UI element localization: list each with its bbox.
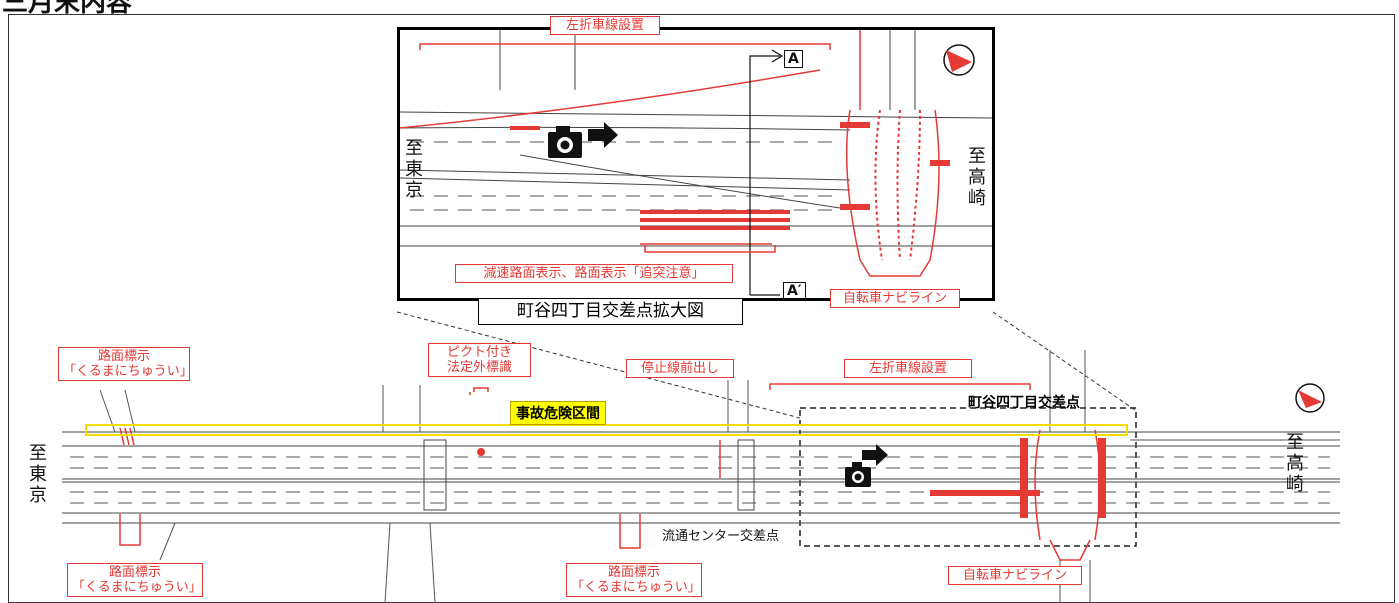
compass-icon-inset	[943, 44, 975, 76]
pict-sign-marker	[477, 448, 485, 456]
page-title: 三月末内容	[2, 0, 133, 18]
camera-icon-main	[845, 462, 871, 487]
to-tokyo-inset: 至東京	[405, 138, 423, 201]
to-takasaki-inset: 至高崎	[968, 146, 986, 209]
compass-icon-main	[1295, 383, 1325, 413]
label-left-turn-main: 左折車線設置	[844, 359, 972, 378]
label-left-turn-inset: 左折車線設置	[550, 16, 660, 35]
label-bike-navi-main: 自転車ナビライン	[948, 566, 1082, 585]
label-speed-marking: 減速路面表示、路面表示「追突注意」	[455, 264, 733, 283]
ryutsu-center-label: 流通センター交差点	[662, 529, 780, 544]
label-stop-line: 停止線前出し	[626, 359, 734, 378]
camera-icon-inset	[548, 126, 582, 158]
section-a-prime-label: A′	[783, 282, 806, 300]
arrow-right-icon-inset	[588, 122, 618, 148]
label-road-marking-bl: 路面標示「くるまにちゅうい」	[67, 563, 203, 597]
to-takasaki-main: 至高崎	[1286, 432, 1304, 495]
label-pict-sign: ピクト付き法定外標識	[428, 343, 531, 377]
inset-title: 町谷四丁目交差点拡大図	[478, 298, 743, 325]
inset-road-drawing	[400, 30, 992, 296]
to-tokyo-main: 至東京	[29, 443, 47, 506]
arrow-right-icon-main	[862, 444, 888, 466]
inset-enlarged-map: 左折車線設置 減速路面表示、路面表示「追突注意」 自転車ナビライン A A′ 至…	[397, 16, 995, 308]
label-road-marking-bc: 路面標示「くるまにちゅうい」	[566, 563, 702, 597]
label-bike-navi-inset: 自転車ナビライン	[830, 289, 960, 308]
intersection-name: 町谷四丁目交差点	[968, 395, 1080, 411]
hazard-zone-label: 事故危険区間	[510, 401, 606, 425]
hazard-zone-bar	[85, 424, 1128, 436]
section-a-label: A	[784, 50, 803, 68]
label-road-marking-tl: 路面標示「くるまにちゅうい」	[58, 347, 193, 381]
